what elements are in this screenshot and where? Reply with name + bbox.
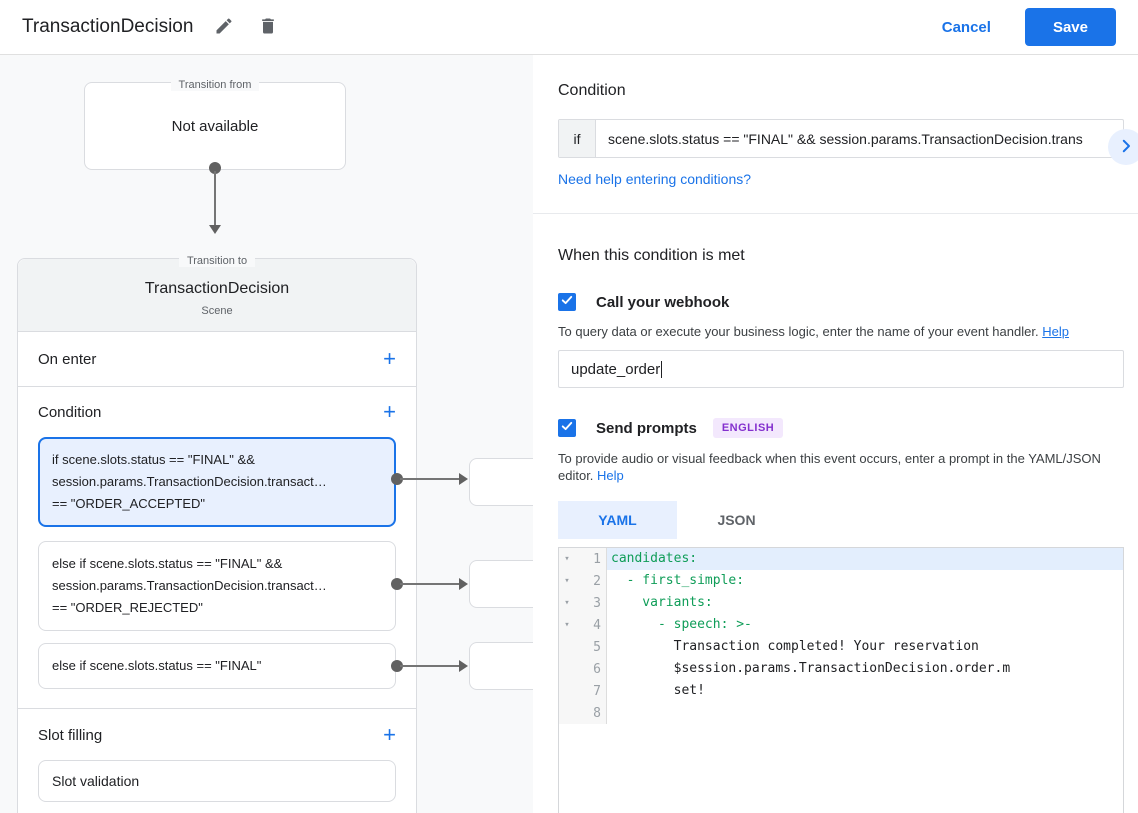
condition-text-line: session.params.TransactionDecision.trans… — [52, 578, 327, 593]
code-line: 8 — [559, 702, 1123, 724]
add-slot-icon[interactable]: + — [383, 722, 396, 747]
prompts-description: To provide audio or visual feedback when… — [558, 450, 1122, 484]
language-badge: ENGLISH — [712, 418, 784, 438]
transition-target-box[interactable] — [469, 560, 533, 608]
connector-dot — [391, 660, 403, 672]
connector-line — [400, 478, 460, 480]
slot-validation-card[interactable]: Slot validation — [38, 760, 396, 802]
panel-title: Condition — [558, 82, 626, 99]
send-prompts-label: Send prompts — [596, 419, 697, 437]
condition-text-line: if scene.slots.status == "FINAL" && — [52, 452, 255, 467]
transition-target-box[interactable] — [469, 642, 533, 690]
panel-divider — [533, 213, 1138, 214]
connector-dot — [391, 578, 403, 590]
slot-filling-label: Slot filling — [38, 726, 103, 744]
connector-dot — [209, 162, 221, 174]
condition-text-line: == "ORDER_ACCEPTED" — [52, 496, 205, 511]
condition-value[interactable]: scene.slots.status == "FINAL" && session… — [608, 130, 1083, 147]
fold-toggle-icon[interactable]: ▾ — [564, 620, 570, 630]
code-line: 7 set! — [559, 680, 1123, 702]
call-webhook-row: Call your webhook — [558, 293, 1122, 311]
edit-title-button[interactable] — [211, 14, 237, 40]
arrow-right-icon — [459, 660, 468, 672]
connector-line — [400, 665, 460, 667]
tab-json[interactable]: JSON — [717, 512, 756, 528]
code-line: ▾4 - speech: >- — [559, 614, 1123, 636]
transition-from-content: Not available — [171, 117, 259, 135]
save-button[interactable]: Save — [1024, 8, 1116, 46]
code-line: 6 $session.params.TransactionDecision.or… — [559, 658, 1123, 680]
text-cursor — [661, 360, 663, 378]
arrow-right-icon — [459, 578, 468, 590]
transition-target-box[interactable] — [469, 458, 533, 506]
webhook-description: To query data or execute your business l… — [558, 323, 1122, 340]
condition-card-final[interactable]: else if scene.slots.status == "FINAL" — [38, 643, 396, 689]
tab-yaml[interactable]: YAML — [558, 501, 677, 539]
condition-input[interactable]: if scene.slots.status == "FINAL" && sess… — [558, 119, 1124, 158]
if-prefix-label: if — [559, 120, 596, 157]
code-line: 5 Transaction completed! Your reservatio… — [559, 636, 1123, 658]
connector-line — [214, 171, 216, 226]
event-handler-input[interactable]: update_order — [558, 350, 1124, 388]
condition-editor-panel: Condition if scene.slots.status == "FINA… — [533, 55, 1138, 813]
page-title: TransactionDecision — [22, 16, 194, 37]
editor-format-tabs: YAML JSON — [558, 501, 1122, 539]
connector-line — [400, 583, 460, 585]
webhook-help-link[interactable]: Help — [1042, 324, 1069, 339]
add-condition-icon[interactable]: + — [383, 399, 396, 424]
call-webhook-label: Call your webhook — [596, 293, 730, 311]
scene-name: TransactionDecision — [144, 279, 290, 297]
collapse-panel-button[interactable] — [1108, 129, 1138, 165]
condition-text-line: == "ORDER_REJECTED" — [52, 600, 203, 615]
add-on-enter-icon[interactable]: + — [383, 346, 396, 371]
condition-text-line: else if scene.slots.status == "FINAL" && — [52, 556, 283, 571]
connector-dot — [391, 473, 403, 485]
condition-card-rejected[interactable]: else if scene.slots.status == "FINAL" &&… — [38, 541, 396, 631]
code-line: ▾2 - first_simple: — [559, 570, 1123, 592]
transition-to-card: Transition to TransactionDecision Scene … — [17, 255, 417, 813]
slot-filling-section-header: Slot filling + — [18, 710, 416, 760]
when-condition-met-title: When this condition is met — [558, 247, 745, 264]
event-handler-value: update_order — [571, 360, 661, 378]
code-line: ▾3 variants: — [559, 592, 1123, 614]
trash-icon — [258, 16, 278, 39]
call-webhook-checkbox[interactable] — [558, 293, 576, 311]
send-prompts-checkbox[interactable] — [558, 419, 576, 437]
condition-text-line: else if scene.slots.status == "FINAL" — [52, 658, 262, 673]
section-divider — [18, 708, 416, 709]
condition-help-link[interactable]: Need help entering conditions? — [558, 171, 752, 187]
on-enter-section: On enter + — [18, 332, 416, 387]
arrow-down-icon — [209, 225, 221, 234]
yaml-code-editor[interactable]: ▾1 candidates: ▾2 - first_simple: ▾3 var… — [558, 547, 1124, 813]
prompts-help-link[interactable]: Help — [597, 468, 624, 483]
on-enter-label: On enter — [38, 350, 97, 368]
arrow-right-icon — [459, 473, 468, 485]
transition-from-legend: Transition from — [85, 75, 345, 93]
condition-text-line: session.params.TransactionDecision.trans… — [52, 474, 327, 489]
send-prompts-row: Send prompts ENGLISH — [558, 418, 1122, 438]
cancel-button[interactable]: Cancel — [928, 11, 1005, 44]
scene-diagram-canvas: Transition from Not available Transition… — [0, 55, 533, 813]
prompts-description-text: To provide audio or visual feedback when… — [558, 451, 1101, 483]
fold-toggle-icon[interactable]: ▾ — [564, 598, 570, 608]
top-bar: TransactionDecision Cancel Save — [0, 0, 1138, 55]
condition-card-accepted[interactable]: if scene.slots.status == "FINAL" && sess… — [38, 437, 396, 527]
scene-header: TransactionDecision Scene — [18, 259, 416, 332]
check-icon — [560, 419, 574, 438]
check-icon — [560, 293, 574, 312]
condition-section-label: Condition — [38, 403, 102, 421]
fold-toggle-icon[interactable]: ▾ — [564, 554, 570, 564]
scene-type-label: Scene — [201, 304, 233, 317]
code-line: ▾1 candidates: — [559, 548, 1123, 570]
delete-scene-button[interactable] — [255, 14, 281, 40]
webhook-description-text: To query data or execute your business l… — [558, 324, 1039, 339]
chevron-right-icon — [1117, 137, 1135, 158]
fold-toggle-icon[interactable]: ▾ — [564, 576, 570, 586]
condition-section-header: Condition + — [18, 387, 416, 437]
transition-from-box: Transition from Not available — [84, 79, 346, 170]
pencil-icon — [214, 16, 234, 39]
